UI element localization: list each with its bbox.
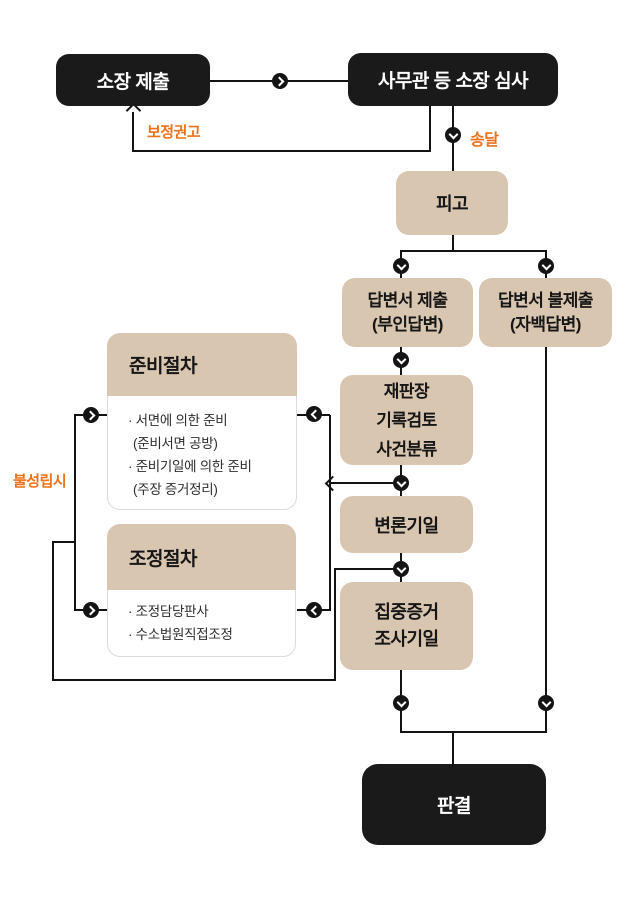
flow-down-to-evidence-icon (393, 561, 409, 577)
node-evidence-examination-line2: 조사기일 (374, 629, 439, 649)
flow-down-merge-left-icon (393, 695, 409, 711)
node-judgment-label: 판결 (437, 796, 471, 817)
connector-loop-vertical-outer (52, 541, 54, 681)
connector-hearing-branch (334, 568, 401, 570)
label-correction-recommendation: 보정권고 (147, 124, 201, 141)
connector-correction-return (132, 150, 431, 152)
node-answer-filed-line2: (부인답변) (372, 314, 443, 334)
card-preparation-body: · 서면에 의한 준비 (준비서면 공방) · 준비기일에 의한 준비 (주장 … (107, 396, 297, 510)
connector-defendant-down (452, 235, 454, 251)
node-hearing-date-label: 변론기일 (374, 515, 439, 536)
flow-left-into-preparation-icon (306, 406, 322, 422)
card-preparation-title: 준비절차 (129, 356, 197, 377)
card-preparation-item: (주장 증거정리) (133, 482, 218, 497)
node-record-review-line1: 재판장 (383, 381, 430, 401)
card-mediation-item: · 조정담당판사 (128, 604, 209, 619)
connector-correction-rise (132, 112, 134, 152)
node-evidence-examination: 집중증거 조사기일 (340, 582, 473, 670)
arrow-left-icon (324, 475, 341, 492)
flow-down-to-record-icon (393, 352, 409, 368)
connector-loop-rise (334, 568, 336, 681)
card-preparation-item: · 서면에 의한 준비 (128, 413, 228, 428)
connector-loop-tap (53, 541, 75, 543)
connector-answer-split (400, 250, 547, 252)
node-record-review-line2: 기록검토 (376, 410, 437, 430)
flow-down-merge-right-icon (538, 695, 554, 711)
node-answer-not-filed: 답변서 불제출 (자백답변) (479, 278, 612, 347)
connector-review-return-drop (429, 106, 431, 152)
node-answer-not-filed-line1: 답변서 불제출 (497, 290, 594, 310)
card-mediation-procedure: 조정절차 · 조정담당판사 · 수소법원직접조정 (107, 524, 296, 657)
node-judgment: 판결 (362, 764, 546, 845)
flow-right-into-preparation-icon (83, 407, 99, 423)
label-not-established: 불성립시 (13, 473, 67, 490)
connector-answer-not-filed-down (545, 347, 547, 733)
card-preparation-item: (준비서면 공방) (133, 436, 218, 451)
card-preparation-header: 준비절차 (107, 333, 297, 396)
connector-loop-vertical-inner (74, 414, 76, 611)
flow-right-into-mediation-icon (83, 602, 99, 618)
flow-down-service-icon (445, 127, 461, 143)
node-complaint-filing-label: 소장 제출 (96, 71, 170, 93)
node-record-review-line3: 사건분류 (376, 439, 437, 459)
node-clerk-review-label: 사무관 등 소장 심사 (377, 71, 529, 92)
flow-left-into-mediation-icon (306, 602, 322, 618)
flow-down-to-hearing-icon (393, 475, 409, 491)
connector-loop-bottom (52, 679, 336, 681)
card-preparation-procedure: 준비절차 · 서면에 의한 준비 (준비서면 공방) · 준비기일에 의한 준비… (107, 333, 297, 510)
node-complaint-filing: 소장 제출 (56, 54, 210, 106)
connector-merge-to-judgment (452, 731, 454, 764)
flow-down-answer-filed-icon (393, 258, 409, 274)
node-record-review: 재판장 기록검토 사건분류 (340, 375, 473, 465)
flow-right-icon (272, 73, 288, 89)
connector-branch-vertical (329, 415, 331, 611)
node-evidence-examination-line1: 집중증거 (374, 602, 439, 622)
flow-down-answer-not-filed-icon (538, 258, 554, 274)
card-mediation-header: 조정절차 (107, 524, 296, 590)
card-mediation-item: · 수소법원직접조정 (128, 627, 233, 642)
label-service: 송달 (470, 132, 499, 149)
card-mediation-body: · 조정담당판사 · 수소법원직접조정 (107, 590, 296, 657)
node-defendant: 피고 (396, 171, 508, 235)
node-answer-filed: 답변서 제출 (부인답변) (342, 278, 473, 347)
card-mediation-title: 조정절차 (129, 548, 197, 570)
node-answer-filed-line1: 답변서 제출 (367, 290, 448, 310)
node-defendant-label: 피고 (435, 194, 469, 214)
card-preparation-item: · 준비기일에 의한 준비 (128, 459, 252, 474)
connector-record-to-branch (330, 482, 401, 484)
node-clerk-review: 사무관 등 소장 심사 (348, 53, 558, 106)
node-answer-not-filed-line2: (자백답변) (510, 314, 581, 334)
connector-merge (400, 731, 547, 733)
node-hearing-date: 변론기일 (340, 496, 473, 553)
